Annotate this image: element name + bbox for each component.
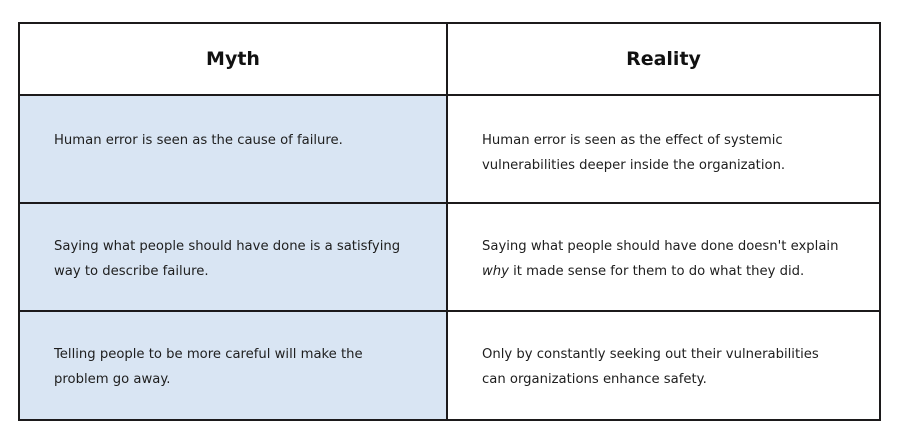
myth-cell-2: Saying what people should have done is a…: [20, 204, 448, 312]
myth-text-2: Saying what people should have done is a…: [54, 239, 401, 279]
myth-text-3: Telling people to be more careful will m…: [54, 347, 363, 387]
reality-cell-2: Saying what people should have done does…: [448, 204, 879, 312]
myth-cell-1: Human error is seen as the cause of fail…: [20, 96, 448, 204]
header-reality: Reality: [448, 24, 879, 96]
header-myth: Myth: [20, 24, 448, 96]
reality-cell-3: Only by constantly seeking out their vul…: [448, 312, 879, 419]
reality-text-2-emphasis: why: [482, 264, 509, 279]
reality-text-2-rest: it made sense for them to do what they d…: [508, 264, 805, 279]
myth-text-1: Human error is seen as the cause of fail…: [54, 133, 343, 148]
reality-text-3: Only by constantly seeking out their vul…: [482, 347, 819, 387]
myth-reality-table: Myth Reality Human error is seen as the …: [18, 22, 881, 421]
reality-cell-1: Human error is seen as the effect of sys…: [448, 96, 879, 204]
header-myth-label: Myth: [206, 48, 260, 70]
reality-text-1: Human error is seen as the effect of sys…: [482, 133, 786, 173]
myth-cell-3: Telling people to be more careful will m…: [20, 312, 448, 419]
header-reality-label: Reality: [626, 48, 701, 70]
reality-text-2-prefix: Saying what people should have done does…: [482, 239, 839, 254]
